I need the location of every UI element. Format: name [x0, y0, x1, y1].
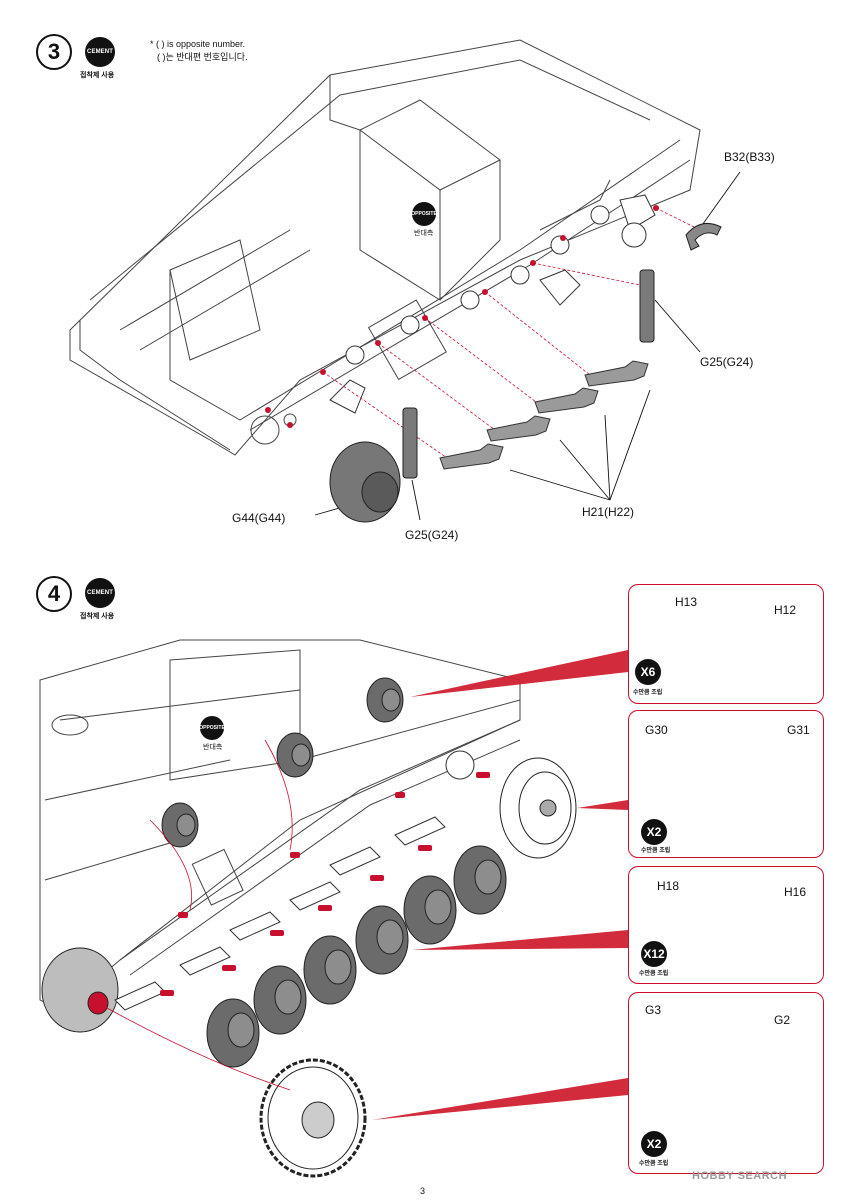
panel4-korean: 수만큼 조립 [639, 1161, 669, 1167]
step4-drive-sprocket [259, 1058, 367, 1178]
panel4-left-label: G3 [645, 1003, 662, 1017]
panel1-left-label: H13 [675, 595, 698, 609]
step3-shock-leaders [314, 171, 741, 521]
opposite-note-ko: ( )는 반대편 번호입니다. [157, 52, 248, 62]
panel2-multiplier: X2 [641, 819, 667, 845]
panel3-right-label: H16 [784, 885, 807, 899]
step3-shock-absorbers [402, 269, 655, 479]
step4-drive-hub [41, 947, 119, 1033]
step4-idler-wheel [499, 757, 577, 859]
step4-hull-drawing [39, 639, 521, 1011]
panel1-korean: 수만큼 조립 [633, 690, 663, 696]
label-g25-bottom: G25(G24) [405, 528, 459, 542]
step3-glue-points [265, 205, 659, 428]
subassembly-panel-g3-g2: G3 G2 X2 수만큼 조립 [628, 992, 824, 1174]
panel1-multiplier: X6 [635, 659, 661, 685]
label-g25-right: G25(G24) [700, 355, 754, 369]
step4-callout-beams [372, 650, 628, 1120]
panel3-multiplier: X12 [641, 941, 667, 967]
step4-suspension-arms [114, 750, 475, 1011]
step3-opposite-badge: OPPOSITE [411, 202, 437, 226]
step3-suspension-parts [329, 194, 656, 414]
step4-opposite-badge: OPPOSITE [199, 716, 225, 740]
panel4-right-label: G2 [774, 1013, 791, 1027]
step3-h21-arms [439, 360, 649, 470]
panel2-right-label: G31 [787, 723, 810, 737]
panel4-multiplier: X2 [641, 1131, 667, 1157]
step4-number: 4 [36, 576, 72, 612]
step4-red-pins [160, 772, 490, 996]
step3-hull-drawing [69, 39, 701, 456]
panel1-right-label: H12 [774, 603, 797, 617]
step4-opposite-korean: 반대측 [203, 744, 223, 751]
step3-cement-badge: CEMENT [85, 37, 115, 67]
step3-cement-korean: 접착제 사용 [80, 72, 115, 79]
step3-b32-part [685, 222, 722, 251]
step4-cement-korean: 접착제 사용 [80, 613, 115, 620]
panel3-korean: 수만큼 조립 [639, 971, 669, 977]
step3-h21-leaders [509, 389, 651, 501]
panel3-left-label: H18 [657, 879, 680, 893]
label-g44: G44(G44) [232, 511, 286, 525]
panel2-left-label: G30 [645, 723, 668, 737]
watermark: HOBBY SEARCH [692, 1170, 788, 1182]
step4-cement-badge: CEMENT [85, 578, 115, 608]
opposite-note-en: * ( ) is opposite number. [150, 39, 246, 49]
step3-opposite-korean: 반대측 [414, 230, 434, 237]
step3-g44-housing [329, 441, 401, 523]
page-number: 3 [420, 1186, 426, 1196]
subassembly-panel-g30-g31: G30 G31 X2 수만큼 조립 [628, 710, 824, 858]
subassembly-panel-h18-h16: H18 H16 X12 수만큼 조립 [628, 866, 824, 984]
step3-number: 3 [36, 34, 72, 70]
step4-return-rollers [161, 677, 404, 848]
label-b32: B32(B33) [724, 150, 775, 164]
panel2-korean: 수만큼 조립 [641, 848, 671, 854]
label-h21: H21(H22) [582, 505, 635, 519]
step3-guide-lines [322, 207, 701, 461]
subassembly-panel-h13-h12: H13 H12 X6 수만큼 조립 [628, 584, 824, 704]
step4-guide-lines [97, 739, 293, 1091]
step4-road-wheels [206, 845, 507, 1068]
